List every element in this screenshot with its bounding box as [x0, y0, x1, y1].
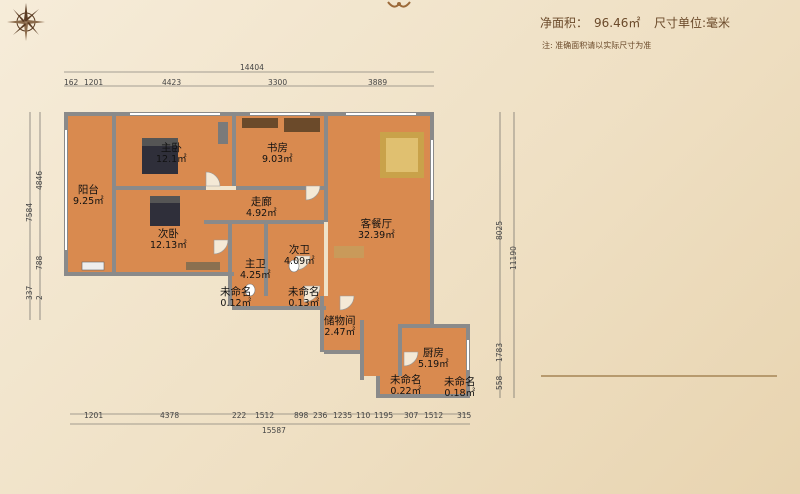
- floor-areas: [68, 116, 470, 394]
- room-area: 4.25㎡: [240, 270, 271, 281]
- dimension-lines: [29, 71, 515, 425]
- dim-top-total: 14404: [240, 63, 264, 72]
- room-balcony: 阳台 9.25㎡: [73, 184, 104, 208]
- divider: [541, 375, 777, 377]
- dim-bottom-12: 315: [457, 411, 472, 420]
- area-note: 注: 准确面积请以实际尺寸为准: [542, 41, 652, 50]
- room-name: 客餐厅: [360, 218, 393, 230]
- room-area: 12.13㎡: [150, 240, 187, 251]
- dim-bottom-4: 1512: [255, 411, 275, 420]
- dim-bottom-3: 222: [232, 411, 247, 420]
- net-area-label: 净面积：: [540, 16, 589, 30]
- dim-top-1: 162: [64, 78, 79, 87]
- dim-bottom-5: 898: [294, 411, 309, 420]
- net-area-value: 96.46㎡: [594, 16, 641, 30]
- dim-right-1: 8025: [495, 220, 504, 240]
- compass-icon: [7, 3, 45, 41]
- dim-left-5: 2: [35, 295, 44, 300]
- room-area: 5.19㎡: [418, 359, 449, 370]
- room-name: 未命名: [288, 286, 320, 298]
- dim-bottom-2: 4378: [160, 411, 180, 420]
- room-living-dining: 客餐厅 32.39㎡: [358, 218, 395, 242]
- room-area: 12.1㎡: [156, 154, 187, 165]
- room-unnamed-3: 未命名 0.22㎡: [390, 374, 422, 398]
- room-area: 32.39㎡: [358, 230, 395, 241]
- room-name: 次卫: [288, 244, 310, 256]
- room-kitchen: 厨房 5.19㎡: [418, 347, 449, 371]
- room-second-bedroom: 次卧 12.13㎡: [150, 228, 187, 252]
- dim-top-3: 4423: [162, 78, 182, 87]
- dim-bottom-11: 1512: [424, 411, 444, 420]
- room-storage: 储物间 2.47㎡: [324, 315, 356, 339]
- dim-top-4: 3300: [268, 78, 288, 87]
- dim-left-4: 337: [25, 285, 34, 300]
- room-area: 0.18㎡: [444, 388, 476, 399]
- dim-bottom-7: 1235: [333, 411, 353, 420]
- ornament-icon: [387, 1, 411, 8]
- dim-right-2: 11190: [509, 246, 518, 270]
- room-master-bedroom: 主卧 12.1㎡: [156, 142, 187, 166]
- room-name: 次卧: [157, 228, 179, 240]
- dim-bottom-10: 307: [404, 411, 419, 420]
- room-name: 主卫: [244, 258, 266, 270]
- room-unnamed-1: 未命名 0.12㎡: [220, 286, 252, 310]
- dim-bottom-1: 1201: [84, 411, 104, 420]
- room-master-bath: 主卫 4.25㎡: [240, 258, 271, 282]
- room-area: 0.13㎡: [288, 298, 320, 309]
- dim-bottom-total: 15587: [262, 426, 286, 435]
- dim-left-2: 4846: [35, 170, 44, 190]
- room-name: 储物间: [324, 315, 356, 327]
- dim-bottom-8: 110: [356, 411, 371, 420]
- room-area: 2.47㎡: [324, 327, 356, 338]
- dim-top-2: 1201: [84, 78, 104, 87]
- dim-right-3: 1783: [495, 342, 504, 362]
- room-second-bath: 次卫 4.09㎡: [284, 244, 315, 268]
- room-area: 4.92㎡: [246, 208, 277, 219]
- room-area: 0.12㎡: [220, 298, 252, 309]
- room-name: 主卧: [160, 142, 182, 154]
- room-area: 9.25㎡: [73, 196, 104, 207]
- room-area: 0.22㎡: [390, 386, 422, 397]
- dim-left-3: 788: [35, 255, 44, 270]
- room-name: 阳台: [77, 184, 99, 196]
- room-unnamed-2: 未命名 0.13㎡: [288, 286, 320, 310]
- dim-left-1: 7584: [25, 202, 34, 222]
- dim-top-5: 3889: [368, 78, 388, 87]
- room-area: 9.03㎡: [262, 154, 293, 165]
- room-area: 4.09㎡: [284, 256, 315, 267]
- area-summary: 净面积： 96.46㎡ 尺寸单位:毫米: [540, 14, 736, 31]
- furniture: [81, 118, 424, 297]
- room-name: 未命名: [444, 376, 476, 388]
- dim-right-4: 558: [495, 375, 504, 390]
- room-name: 未命名: [390, 374, 422, 386]
- walls: [64, 112, 470, 398]
- room-corridor: 走廊 4.92㎡: [246, 196, 277, 220]
- room-name: 书房: [266, 142, 288, 154]
- room-unnamed-4: 未命名 0.18㎡: [444, 376, 476, 400]
- unit-label: 尺寸单位:毫米: [654, 16, 731, 30]
- room-name: 厨房: [422, 347, 444, 359]
- room-name: 未命名: [220, 286, 252, 298]
- dim-bottom-9: 1195: [374, 411, 394, 420]
- dim-bottom-6: 236: [313, 411, 328, 420]
- room-name: 走廊: [250, 196, 272, 208]
- room-study: 书房 9.03㎡: [262, 142, 293, 166]
